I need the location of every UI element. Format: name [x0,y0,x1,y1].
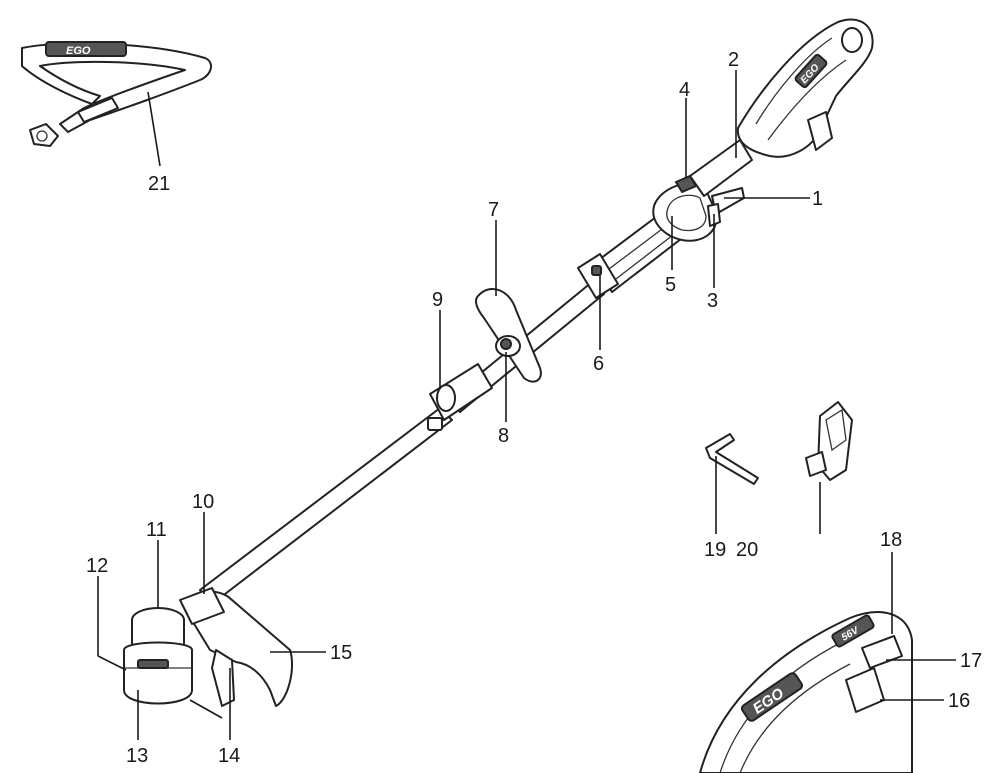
assist-handle-knob [500,338,512,350]
callout-6: 6 [593,353,604,375]
callout-16: 16 [948,690,970,712]
callout-13: 13 [126,745,148,767]
callout-14: 14 [218,745,240,767]
battery-latch [861,635,903,669]
callout-5: 5 [665,274,676,296]
clip-tool [805,401,853,481]
shoulder-strap: EGO [21,41,212,147]
trimmer-line-right [189,699,223,719]
callout-9: 9 [432,289,443,311]
callout-18: 18 [880,529,902,551]
trimmer-line-left [97,655,127,671]
callout-19: 19 [704,539,726,561]
hex-key [705,433,759,485]
strap-hook [29,123,59,147]
callout-4: 4 [679,79,690,101]
cutting-head [97,587,294,719]
assist-handle [475,288,542,383]
callout-17: 17 [960,650,982,672]
shaft-coupling [427,363,493,431]
leader-lines [97,70,956,740]
callout-8: 8 [498,425,509,447]
callout-2: 2 [728,49,739,71]
battery-pack: EGO 56V [699,611,913,773]
callout-7: 7 [488,199,499,221]
rear-handle [652,139,753,242]
callout-15: 15 [330,642,352,664]
callout-1: 1 [812,188,823,210]
strap-logo: EGO [66,45,91,57]
callout-11: 11 [146,519,167,541]
callout-12: 12 [86,555,108,577]
callout-21: 21 [148,173,170,195]
callout-20: 20 [736,539,758,561]
strap-logo-patch [45,41,127,57]
rear-housing: EGO [736,18,874,158]
callout-3: 3 [707,290,718,312]
grip-collar [577,253,619,299]
callout-labels: 1 2 3 4 5 6 7 8 9 10 11 12 13 14 15 16 1… [86,49,982,767]
callout-10: 10 [192,491,214,513]
